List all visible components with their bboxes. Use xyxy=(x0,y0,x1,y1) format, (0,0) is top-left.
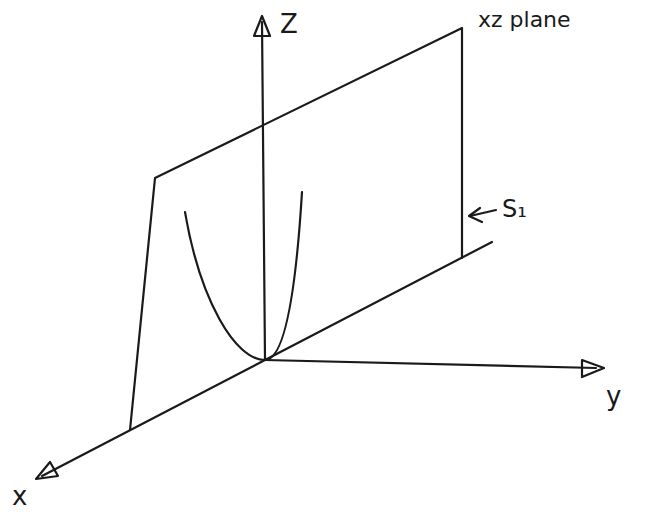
plane-outline xyxy=(130,28,462,430)
plane-label: xz plane xyxy=(478,8,571,32)
axis-label: y xyxy=(606,382,621,411)
y-axis xyxy=(265,360,596,368)
parabola-curve xyxy=(185,192,302,360)
axis-label: Z xyxy=(280,10,298,39)
x-arrowhead xyxy=(36,462,58,479)
pointer-arrowhead xyxy=(469,208,482,222)
axis-label: x xyxy=(12,482,27,511)
z-arrowhead xyxy=(254,16,270,36)
y-arrowhead xyxy=(582,360,604,377)
surface-label: S₁ xyxy=(502,196,527,222)
z-axis xyxy=(262,22,265,360)
